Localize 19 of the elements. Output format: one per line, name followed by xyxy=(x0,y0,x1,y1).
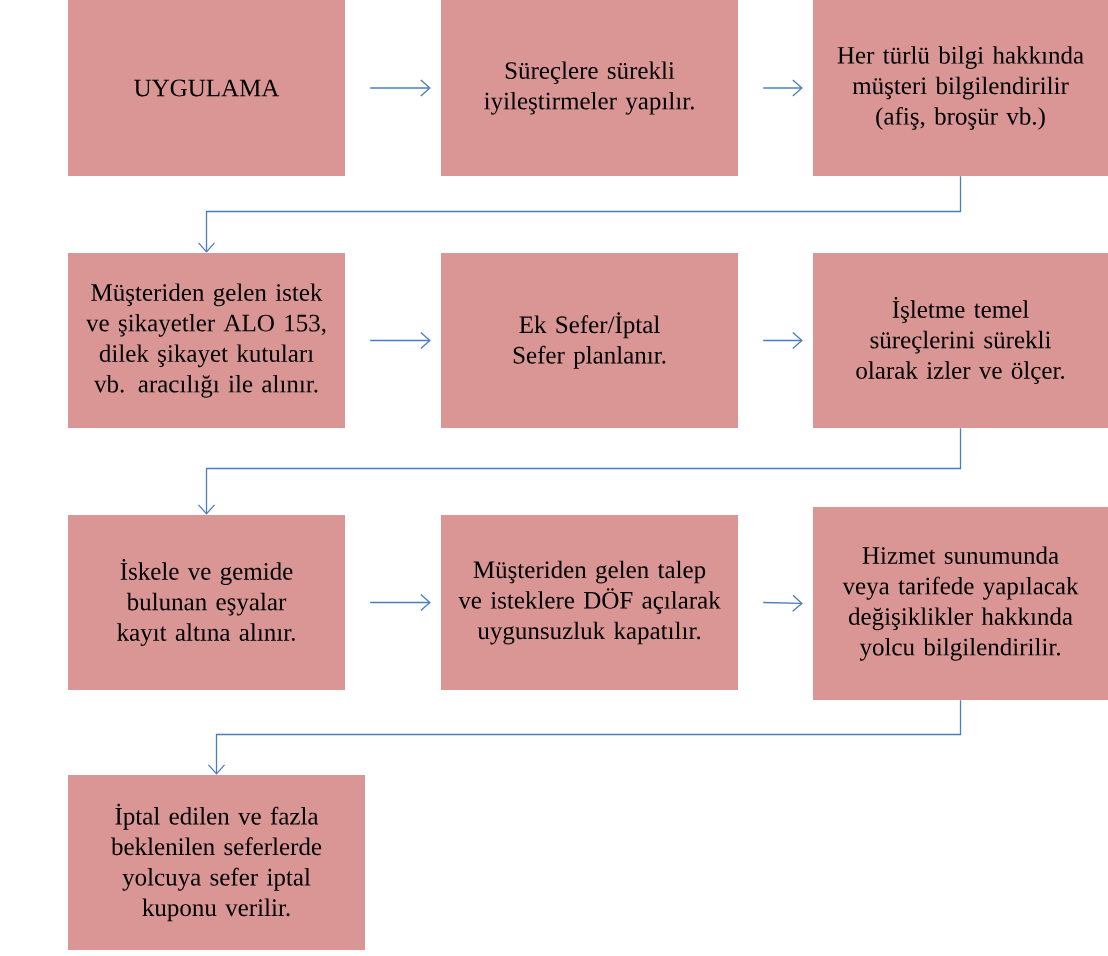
process-box: İptal edilen ve fazla beklenilen seferlerde yolcuya sefer iptal kuponu verilir. xyxy=(68,775,365,950)
arrow xyxy=(369,331,431,350)
arrow xyxy=(369,593,431,612)
process-box: Her türlü bilgi hakkında müşteri bilgilendirilir (afiş, broşür vb.) xyxy=(813,0,1108,176)
process-box: UYGULAMA xyxy=(68,0,345,176)
process-box: Hizmet sunumunda veya tarifede yapılacak değişiklikler hakkında yolcu bilgilendirilir. xyxy=(813,507,1108,700)
arrow xyxy=(197,175,962,253)
arrow xyxy=(762,594,803,612)
arrow xyxy=(197,427,962,515)
process-box: Müşteriden gelen talep ve isteklere DÖF açılarak uygunsuzluk kapatılır. xyxy=(441,515,738,690)
process-box: Müşteriden gelen istek ve şikayetler ALO 153, dilek şikayet kutuları vb. aracılığı ile alınır. xyxy=(68,253,345,428)
process-box: Süreçlere sürekli iyileştirmeler yapılır. xyxy=(441,0,738,176)
process-box: Ek Sefer/İptal Sefer planlanır. xyxy=(441,253,738,428)
arrow xyxy=(207,699,962,775)
process-box: İskele ve gemide bulunan eşyalar kayıt altına alınır. xyxy=(68,515,345,690)
arrow xyxy=(762,79,803,97)
arrow xyxy=(762,331,803,350)
process-box: İşletme temel süreçlerini sürekli olarak izler ve ölçer. xyxy=(813,253,1108,428)
arrow xyxy=(369,79,431,97)
